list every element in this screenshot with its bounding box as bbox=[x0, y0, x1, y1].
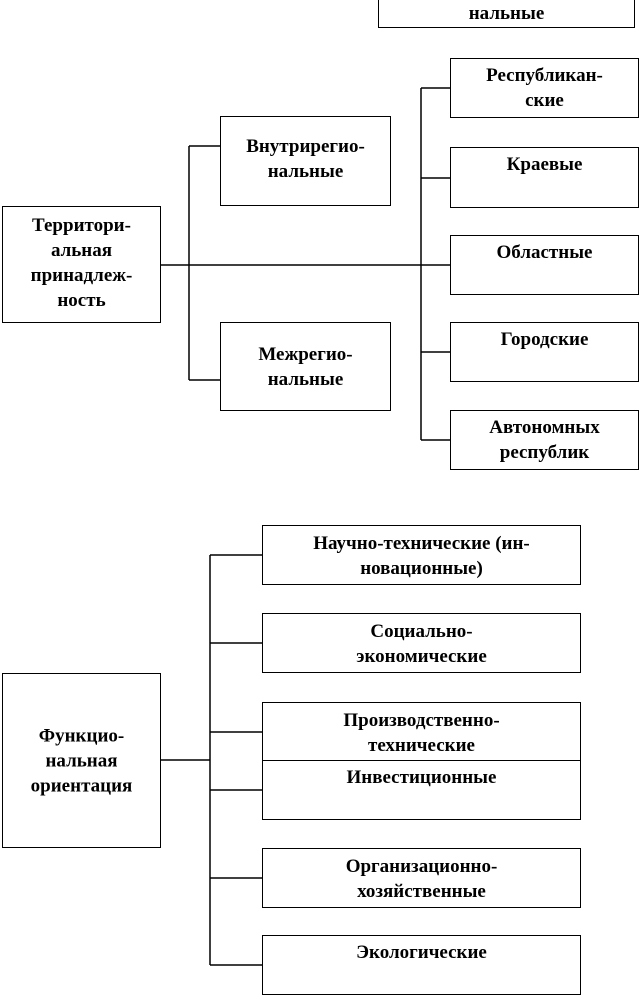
level-autonomous-label: Автономных республик bbox=[489, 417, 600, 463]
functional-root-label: Функцио- нальная ориентация bbox=[30, 725, 133, 796]
func-socioeconomic-box: Социально- экономические bbox=[262, 613, 581, 673]
level-krai-box: Краевые bbox=[450, 147, 639, 208]
func-investment-box: Инвестиционные bbox=[262, 760, 581, 820]
level-krai-label: Краевые bbox=[506, 154, 583, 175]
interregional-label: Межрегио- нальные bbox=[258, 344, 353, 390]
level-oblast-label: Областные bbox=[496, 242, 593, 263]
level-republican-label: Республикан- ские bbox=[486, 65, 603, 111]
func-organizational-label: Организационно- хозяйственные bbox=[345, 856, 498, 902]
level-autonomous-box: Автономных республик bbox=[450, 410, 639, 470]
intraregional-label: Внутрирегио- нальные bbox=[246, 136, 365, 182]
level-oblast-box: Областные bbox=[450, 235, 639, 295]
level-republican-box: Республикан- ские bbox=[450, 58, 639, 118]
func-production-box: Производственно- технические bbox=[262, 702, 581, 762]
func-ecological-box: Экологические bbox=[262, 935, 581, 995]
level-city-box: Городские bbox=[450, 322, 639, 382]
functional-root-box: Функцио- нальная ориентация bbox=[2, 673, 161, 848]
func-innovation-box: Научно-технические (ин- новационные) bbox=[262, 525, 581, 585]
interregional-box: Межрегио- нальные bbox=[220, 322, 391, 411]
func-organizational-box: Организационно- хозяйственные bbox=[262, 848, 581, 908]
cut-off-top-box: нальные bbox=[378, 0, 635, 28]
cut-off-top-label: нальные bbox=[468, 3, 545, 24]
func-production-label: Производственно- технические bbox=[343, 710, 500, 756]
intraregional-box: Внутрирегио- нальные bbox=[220, 116, 391, 206]
level-city-label: Городские bbox=[500, 329, 589, 350]
func-ecological-label: Экологические bbox=[356, 942, 487, 963]
func-innovation-label: Научно-технические (ин- новационные) bbox=[313, 533, 530, 579]
func-socioeconomic-label: Социально- экономические bbox=[356, 621, 487, 667]
territorial-root-box: Территори- альная принадлеж- ность bbox=[2, 206, 161, 323]
territorial-root-label: Территори- альная принадлеж- ность bbox=[30, 215, 133, 311]
func-investment-label: Инвестиционные bbox=[346, 767, 497, 788]
